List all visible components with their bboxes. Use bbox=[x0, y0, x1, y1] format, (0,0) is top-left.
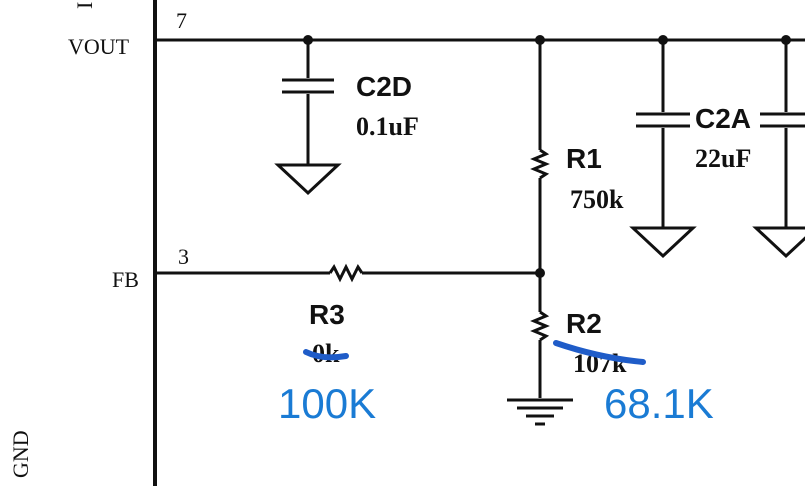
c2d-value-label: 0.1uF bbox=[356, 112, 419, 141]
fb-pin-number: 3 bbox=[178, 244, 189, 269]
r3-strike-mark bbox=[303, 349, 349, 361]
vout-pin-number: 7 bbox=[176, 8, 187, 33]
ground-icon bbox=[507, 398, 573, 426]
r2-ref-label: R2 bbox=[566, 308, 602, 339]
r3-resistor-symbol bbox=[328, 263, 364, 283]
r2-strike-mark bbox=[553, 340, 646, 365]
r1-ref-label: R1 bbox=[566, 143, 602, 174]
c2a-ref-label: C2A bbox=[695, 103, 751, 134]
r3-new-value-note: 100K bbox=[278, 380, 376, 427]
r1-value-label: 750k bbox=[570, 185, 624, 214]
r2-resistor bbox=[530, 273, 550, 398]
c2d-ref-label: C2D bbox=[356, 71, 412, 102]
vout-net-label: VOUT bbox=[68, 34, 130, 59]
ic-gnd-label: GND bbox=[8, 430, 33, 478]
fb-net-label: FB bbox=[112, 267, 139, 292]
r2-new-value-note: 68.1K bbox=[604, 380, 714, 427]
extra-capacitor-partial bbox=[752, 40, 805, 259]
r3-ref-label: R3 bbox=[309, 299, 345, 330]
r1-resistor bbox=[530, 40, 550, 273]
c2a-value-label: 22uF bbox=[695, 144, 751, 173]
c2d-capacitor bbox=[274, 40, 342, 196]
ic-side-label-top: I bbox=[72, 2, 97, 9]
c2a-capacitor bbox=[629, 40, 697, 259]
